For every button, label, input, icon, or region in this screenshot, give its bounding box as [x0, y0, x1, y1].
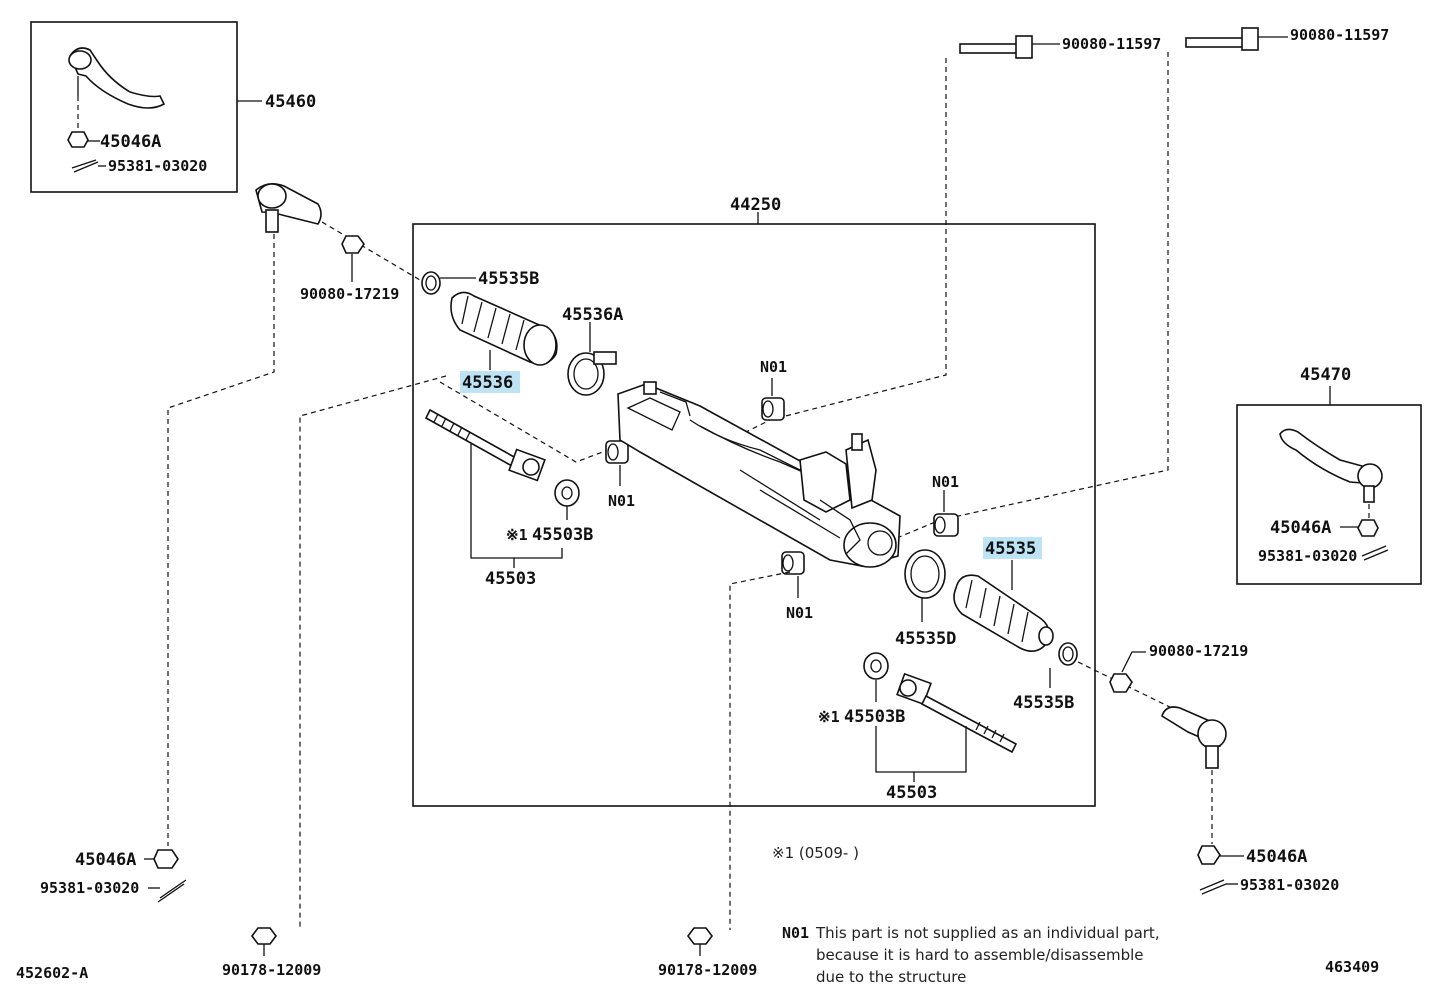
label-45046a-inset-left: 45046A: [100, 132, 161, 152]
tie-rod-end-inset-left[interactable]: [68, 47, 166, 130]
label-45046a-inset-right: 45046A: [1270, 518, 1331, 538]
tie-rod-end-inset-right[interactable]: [1279, 428, 1383, 518]
nut-45046a-bottom-left[interactable]: [153, 849, 179, 869]
label-95381-bottom-left: 95381-03020: [40, 879, 139, 897]
washer-45503b-right[interactable]: [863, 652, 889, 680]
label-95381-inset-right: 95381-03020: [1258, 547, 1357, 565]
bolt-90080-11597-b[interactable]: [1185, 27, 1288, 51]
label-95381-bottom-right: 95381-03020: [1240, 876, 1339, 894]
cotter-pin-inset-left[interactable]: [71, 159, 99, 173]
mount-n01-a[interactable]: [605, 440, 629, 464]
label-mark1-right: ※1: [818, 708, 840, 726]
label-45535b-left: 45535B: [478, 269, 539, 289]
label-44250: 44250: [730, 195, 781, 215]
label-n01-c: N01: [932, 473, 959, 491]
label-90080-11597-b: 90080-11597: [1290, 26, 1389, 44]
tie-rod-end-right[interactable]: [1161, 706, 1227, 769]
washer-45503b-left[interactable]: [554, 479, 580, 507]
label-95381-inset-left: 95381-03020: [108, 157, 207, 175]
boot-45535[interactable]: [953, 574, 1054, 652]
label-45460: 45460: [265, 92, 316, 112]
label-n01-b: N01: [760, 358, 787, 376]
nut-90080-17219-left[interactable]: [341, 235, 365, 254]
assembly-box-44250: [412, 223, 1096, 807]
label-n01-d: N01: [786, 604, 813, 622]
bolt-90178-12009-center[interactable]: [687, 927, 713, 945]
clamp-45536a[interactable]: [567, 351, 617, 396]
label-45535d: 45535D: [895, 629, 956, 649]
label-90178-12009-left: 90178-12009: [222, 961, 321, 979]
note-code-n01: N01: [782, 924, 809, 942]
cotter-pin-bottom-left[interactable]: [157, 879, 187, 903]
figure-code: 452602-A: [16, 964, 88, 982]
label-45536a: 45536A: [562, 305, 623, 325]
mount-n01-c[interactable]: [933, 513, 959, 537]
label-mark1-left: ※1: [506, 526, 528, 544]
nut-45046a-inset-right[interactable]: [1357, 519, 1379, 537]
nut-90080-17219-right[interactable]: [1109, 673, 1133, 693]
inner-tie-rod-right[interactable]: [896, 672, 1018, 754]
inset-box-45470: [1236, 404, 1422, 585]
footnote-mark1: ※1 (0509- ): [772, 844, 859, 862]
note-line-1: This part is not supplied as an individu…: [815, 924, 1160, 942]
label-90080-11597-a: 90080-11597: [1062, 35, 1161, 53]
label-90178-12009-center: 90178-12009: [658, 961, 757, 979]
nut-45046a-inset-left[interactable]: [67, 131, 89, 148]
cotter-pin-bottom-right[interactable]: [1199, 879, 1227, 895]
inner-tie-rod-left[interactable]: [424, 408, 546, 482]
label-45536[interactable]: 45536: [462, 373, 513, 393]
tie-rod-end-left[interactable]: [255, 182, 322, 233]
bolt-90178-12009-left[interactable]: [251, 927, 277, 945]
label-45535b-right: 45535B: [1013, 693, 1074, 713]
boot-45536[interactable]: [450, 291, 558, 366]
inset-box-45460: [30, 21, 238, 193]
mount-n01-d[interactable]: [781, 551, 805, 575]
label-90080-17219-left: 90080-17219: [300, 285, 399, 303]
cotter-pin-inset-right[interactable]: [1361, 545, 1389, 561]
clamp-45535b-left[interactable]: [421, 271, 441, 295]
highlight-45536: [460, 371, 520, 393]
label-45046a-bottom-right: 45046A: [1246, 847, 1307, 867]
label-45535[interactable]: 45535: [985, 539, 1036, 559]
steering-rack-housing[interactable]: [617, 381, 901, 568]
note-line-3: due to the structure: [816, 968, 966, 986]
clamp-45535d[interactable]: [904, 549, 946, 599]
highlight-45535: [983, 537, 1042, 559]
label-90080-17219-right: 90080-17219: [1149, 642, 1248, 660]
reference-code: 463409: [1325, 958, 1379, 976]
label-45046a-bottom-left: 45046A: [75, 850, 136, 870]
label-45503b-right: 45503B: [844, 707, 905, 727]
mount-n01-b[interactable]: [761, 397, 785, 421]
clamp-45535b-right[interactable]: [1058, 642, 1078, 666]
label-45503-right: 45503: [886, 783, 937, 803]
nut-45046a-bottom-right[interactable]: [1197, 845, 1221, 865]
label-45503b-left: 45503B: [532, 525, 593, 545]
label-n01-a: N01: [608, 492, 635, 510]
note-line-2: because it is hard to assemble/disassemb…: [816, 946, 1144, 964]
bolt-90080-11597-a[interactable]: [959, 35, 1060, 59]
label-45503-left: 45503: [485, 569, 536, 589]
label-45470: 45470: [1300, 365, 1351, 385]
